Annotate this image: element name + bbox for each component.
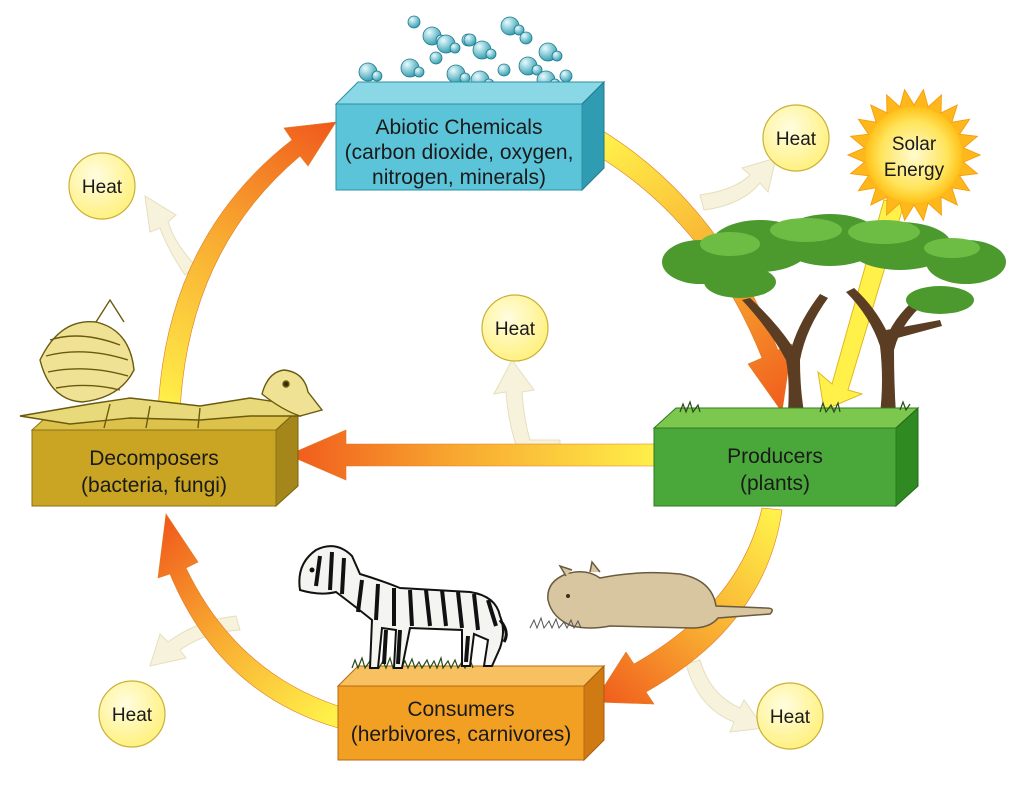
molecule-atom	[371, 70, 383, 82]
heat-circle-top-right: Heat	[762, 104, 830, 172]
producers-label-line2: (plants)	[740, 472, 810, 495]
zebra-illustration	[298, 545, 508, 669]
solar-label-line1: Solar	[892, 134, 937, 155]
heat-circle-bottom-left: Heat	[98, 680, 166, 748]
decomposers-label-line1: Decomposers	[89, 447, 219, 470]
molecule-atom	[519, 31, 533, 45]
consumers-box: Consumers (herbivores, carnivores)	[336, 664, 606, 762]
sun-icon	[846, 88, 982, 222]
molecule-atom	[513, 24, 525, 36]
molecule-atom	[463, 33, 477, 47]
producers-label-line1: Producers	[727, 445, 823, 468]
heat-label: Heat	[82, 177, 123, 198]
abiotic-label-line1: Abiotic Chemicals	[376, 116, 543, 139]
heat-circle-top-left: Heat	[68, 152, 136, 220]
heat-circle-center: Heat	[481, 294, 549, 362]
molecule-atom	[559, 69, 573, 83]
abiotic-label-line2: (carbon dioxide, oxygen,	[345, 141, 574, 164]
molecule-atom	[531, 64, 543, 76]
heat-arrow-right-lower	[685, 659, 765, 733]
cycle-arrows	[157, 121, 793, 729]
producers-box: Producers (plants)	[652, 406, 920, 508]
heat-arrow-left-upper	[144, 195, 197, 276]
molecule-atom	[413, 66, 425, 78]
acacia-trees-illustration	[662, 214, 1006, 414]
abiotic-label-line3: nitrogen, minerals)	[372, 166, 546, 189]
heat-arrow-abiotic	[699, 157, 777, 211]
arrow-decomposers-to-abiotic	[157, 121, 337, 413]
arrow-producers-to-consumers	[593, 507, 783, 705]
heat-label: Heat	[112, 705, 153, 726]
heat-circle-bottom-right: Heat	[756, 682, 824, 750]
decomposers-label-line2: (bacteria, fungi)	[81, 474, 227, 497]
skeleton-illustration	[19, 298, 324, 429]
heat-label: Heat	[495, 319, 536, 340]
molecule-atom	[551, 50, 563, 62]
arrow-producers-to-decomposers	[287, 429, 659, 481]
abiotic-chemicals-box: Abiotic Chemicals (carbon dioxide, oxyge…	[334, 80, 606, 192]
heat-label: Heat	[776, 129, 817, 150]
arrow-consumers-to-decomposers	[157, 513, 339, 729]
molecule-atom	[485, 48, 497, 60]
consumers-label-line2: (herbivores, carnivores)	[351, 723, 572, 746]
heat-label: Heat	[770, 707, 811, 728]
molecule-atom	[497, 63, 511, 77]
consumers-label-line1: Consumers	[407, 698, 514, 721]
solar-label-line2: Energy	[884, 160, 945, 181]
heat-arrow-center	[493, 359, 561, 446]
lioness-illustration	[529, 560, 773, 630]
molecule-atom	[429, 51, 443, 65]
molecule-atom	[449, 42, 461, 54]
molecule-atom	[407, 15, 421, 29]
